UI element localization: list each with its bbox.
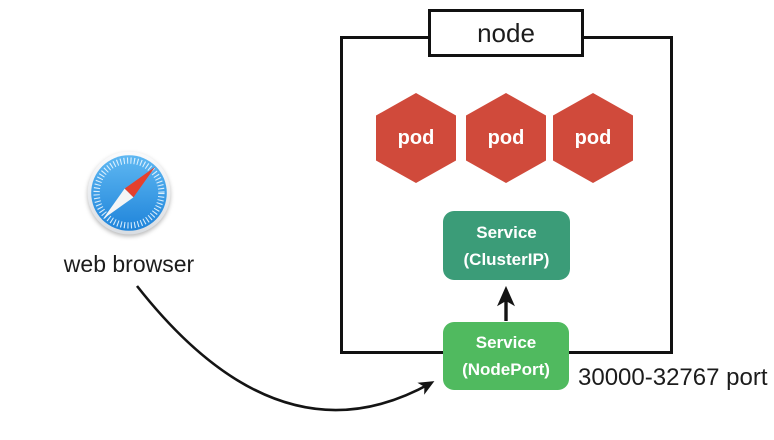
pod-hexagon: pod bbox=[376, 93, 456, 183]
compass-needle-north bbox=[124, 166, 156, 198]
service-nodeport-line1: Service bbox=[475, 333, 537, 352]
compass-ticks bbox=[93, 157, 165, 229]
service-clusterip-box: Service (ClusterIP) bbox=[443, 211, 570, 280]
compass-needle-south bbox=[102, 188, 134, 220]
nodeport-range-label: 30000-32767 port bbox=[578, 364, 768, 391]
node-boundary-box bbox=[340, 36, 673, 354]
service-clusterip-line1: Service bbox=[476, 222, 537, 242]
service-nodeport-line2: (NodePort) bbox=[462, 360, 550, 379]
web-browser-icon bbox=[87, 151, 171, 235]
node-label: node bbox=[428, 9, 584, 57]
web-browser-label: web browser bbox=[63, 251, 195, 277]
service-nodeport-box: Service (NodePort) bbox=[443, 322, 569, 390]
service-clusterip-line2: (ClusterIP) bbox=[463, 249, 550, 269]
